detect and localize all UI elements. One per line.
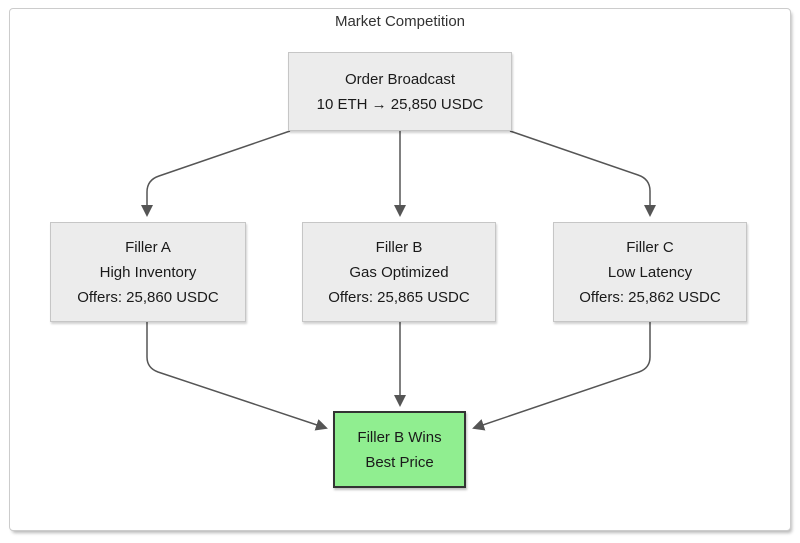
node-filler-b: Filler B Gas Optimized Offers: 25,865 US… xyxy=(302,222,496,322)
node-filler-a: Filler A High Inventory Offers: 25,860 U… xyxy=(50,222,246,322)
node-filler-b-title: Filler B xyxy=(375,238,423,256)
node-filler-a-title: Filler A xyxy=(125,238,171,256)
node-order-title: Order Broadcast xyxy=(344,70,456,88)
node-order-broadcast: Order Broadcast 10 ETH → 25,850 USDC xyxy=(288,52,512,131)
node-order-amount: 10 ETH → 25,850 USDC xyxy=(316,95,484,113)
node-filler-b-offer: Offers: 25,865 USDC xyxy=(328,288,470,306)
node-filler-c-title: Filler C xyxy=(626,238,674,256)
node-filler-c: Filler C Low Latency Offers: 25,862 USDC xyxy=(553,222,747,322)
node-filler-a-trait: High Inventory xyxy=(99,263,197,281)
node-filler-a-offer: Offers: 25,860 USDC xyxy=(77,288,219,306)
node-winner-reason: Best Price xyxy=(365,453,434,471)
node-filler-c-offer: Offers: 25,862 USDC xyxy=(579,288,721,306)
node-filler-c-trait: Low Latency xyxy=(607,263,693,281)
node-filler-b-trait: Gas Optimized xyxy=(349,263,449,281)
node-winner: Filler B Wins Best Price xyxy=(333,411,466,488)
node-winner-title: Filler B Wins xyxy=(357,428,442,446)
diagram-title: Market Competition xyxy=(334,13,466,30)
